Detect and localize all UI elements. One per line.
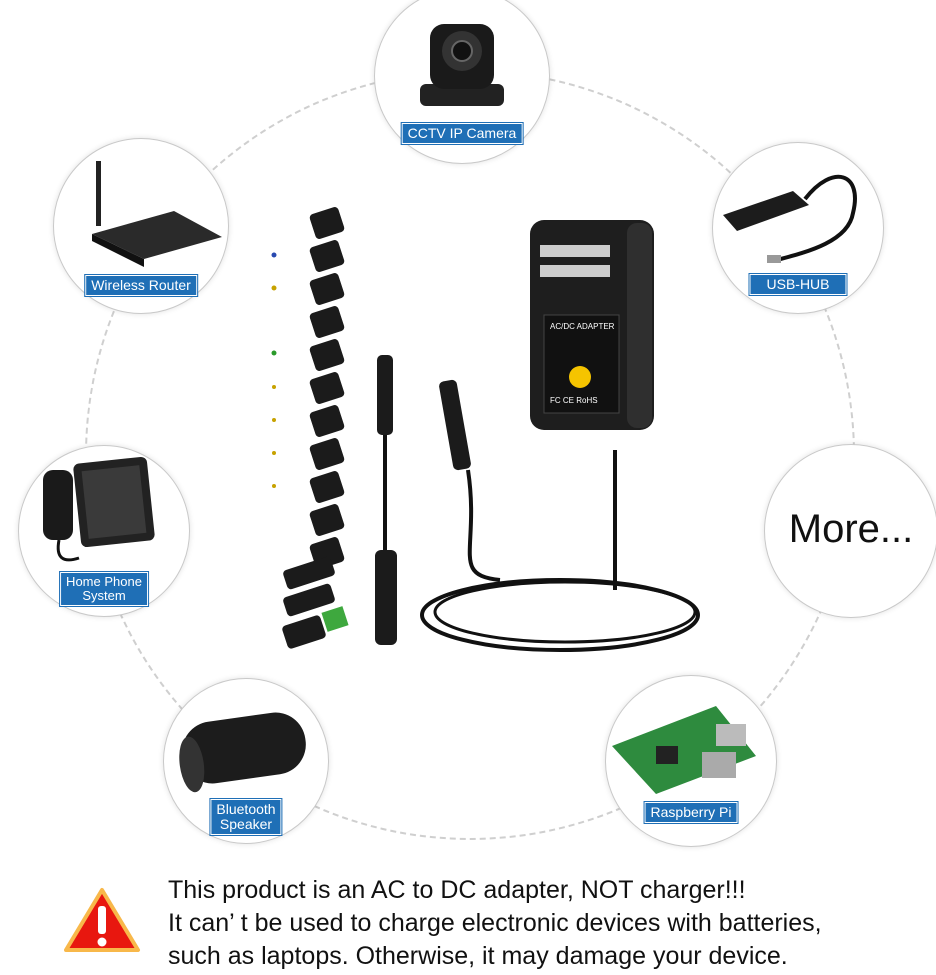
label-line: Speaker: [219, 816, 273, 832]
warning-line: This product is an AC to DC adapter, NOT…: [168, 876, 746, 904]
warning-line: such as laptops. Otherwise, it may damag…: [168, 942, 788, 970]
device-cctv-camera: CCTV IP Camera: [374, 0, 550, 164]
cert-marks: FC CE RoHS: [550, 396, 598, 405]
speaker-icon: [179, 712, 306, 793]
device-wireless-router: Wireless Router: [53, 138, 229, 314]
device-label: Raspberry Pi: [643, 801, 739, 824]
dc-tips-set: [271, 207, 349, 649]
device-label: Wireless Router: [84, 274, 198, 297]
phone-icon: [43, 456, 155, 562]
voltage-dial: [569, 366, 591, 388]
warning-text: This product is an AC to DC adapter, NOT…: [168, 874, 822, 973]
adapter-label: AC/DC ADAPTER: [550, 322, 615, 331]
ac-dc-adapter: AC/DC ADAPTER FC CE RoHS: [530, 220, 654, 430]
router-icon: [92, 161, 222, 267]
device-raspberry-pi: Raspberry Pi: [605, 675, 777, 847]
device-label: CCTV IP Camera: [400, 122, 524, 145]
dc-cable: [375, 355, 700, 652]
label-line: Bluetooth: [216, 801, 276, 817]
device-usb-hub: USB-HUB: [712, 142, 884, 314]
device-more: More...: [764, 444, 936, 618]
device-label: USB-HUB: [748, 273, 848, 296]
camera-icon: [420, 24, 504, 106]
label-line: Home Phone: [66, 574, 142, 589]
label-line: System: [82, 588, 126, 603]
more-text: More...: [788, 507, 914, 551]
usb-hub-icon: [723, 174, 857, 263]
raspberry-pi-icon: [612, 706, 756, 794]
warning-triangle-icon: [64, 888, 140, 952]
warning-line: It can’ t be used to charge electronic d…: [168, 909, 822, 937]
